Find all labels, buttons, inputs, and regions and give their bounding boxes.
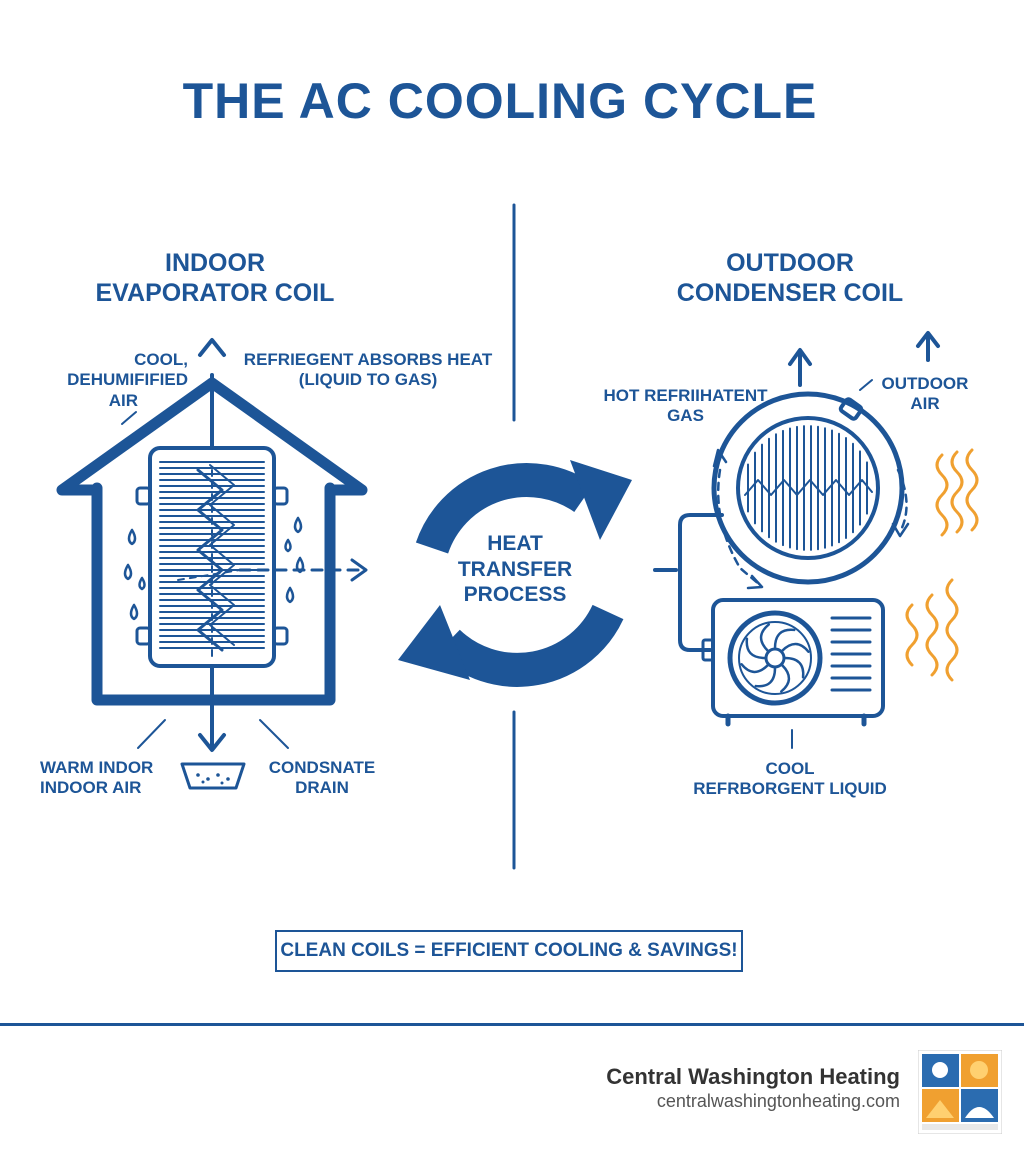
heat-waves-icon bbox=[905, 448, 979, 682]
warm-air-label: WARM INDOR INDOOR AIR bbox=[40, 758, 154, 798]
company-name: Central Washington Heating bbox=[606, 1064, 900, 1089]
footer-divider bbox=[0, 1023, 1024, 1026]
condensate-drain-label: CONDSNATE DRAIN bbox=[268, 758, 376, 798]
callout-box: CLEAN COILS = EFFICIENT COOLING & SAVING… bbox=[275, 930, 743, 972]
hot-gas-label: HOT REFRIIHATENT GAS bbox=[603, 386, 768, 426]
company-logo-icon bbox=[918, 1050, 1002, 1134]
cool-air-label: COOL, DEHUMIFIFIED AIR bbox=[67, 350, 188, 410]
condenser-coil bbox=[711, 391, 905, 585]
company-url[interactable]: centralwashingtonheating.com bbox=[656, 1091, 900, 1111]
cycle-arrow-bottom bbox=[436, 604, 624, 687]
fan-icon bbox=[727, 610, 823, 706]
cycle-arrow-top bbox=[415, 463, 594, 554]
cool-liquid-label: COOL REFRBORGENT LIQUID bbox=[693, 759, 887, 799]
outdoor-heading: OUTDOOR CONDENSER COIL bbox=[676, 249, 904, 307]
condensate-drain-icon bbox=[180, 762, 246, 790]
water-droplets-icon bbox=[123, 516, 305, 621]
heat-transfer-label: HEAT TRANSFER PROCESS bbox=[457, 532, 573, 607]
indoor-heading: INDOOR EVAPORATOR COIL bbox=[95, 249, 335, 307]
refrigerant-absorbs-label: REFRIEGENT ABSORBS HEAT (LIQUID TO GAS) bbox=[243, 350, 493, 390]
outdoor-air-label: OUTDOOR AIR bbox=[881, 374, 969, 414]
page-title: THE AC COOLING CYCLE bbox=[182, 73, 818, 129]
